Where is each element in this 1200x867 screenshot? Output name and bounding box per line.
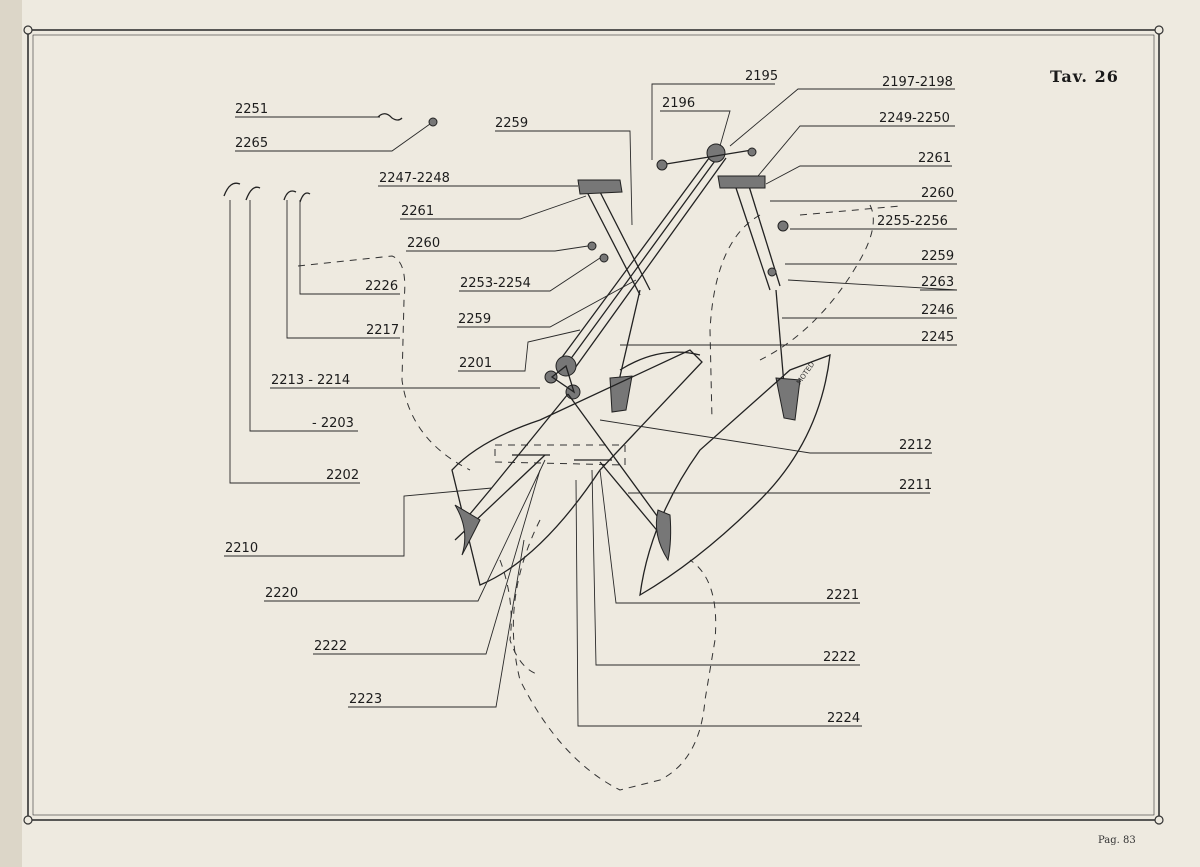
- label-2259-mid: 2259: [458, 312, 491, 327]
- label-2222-left: 2222: [314, 639, 347, 654]
- label-2265: 2265: [235, 136, 268, 151]
- plate-frame: [23, 25, 1164, 825]
- label-2211: 2211: [899, 478, 932, 493]
- label-2202: 2202: [326, 468, 359, 483]
- binding-shadow: [0, 0, 22, 867]
- label-2212: 2212: [899, 438, 932, 453]
- label-2195: 2195: [745, 69, 778, 84]
- label-2253-2254: 2253-2254: [460, 276, 531, 291]
- label-2263: 2263: [921, 275, 954, 290]
- label-2251: 2251: [235, 102, 268, 117]
- label-2261-left: 2261: [401, 204, 434, 219]
- label-2247-2248: 2247-2248: [379, 171, 450, 186]
- label-2203: - 2203: [312, 416, 354, 431]
- plate-title: Tav. 26: [1050, 67, 1119, 86]
- label-2245: 2245: [921, 330, 954, 345]
- label-2201: 2201: [459, 356, 492, 371]
- label-2196: 2196: [662, 96, 695, 111]
- label-2221: 2221: [826, 588, 859, 603]
- label-2222-right: 2222: [823, 650, 856, 665]
- label-2220: 2220: [265, 586, 298, 601]
- label-2226: 2226: [365, 279, 398, 294]
- label-2259-right: 2259: [921, 249, 954, 264]
- part-labels: 2195 2196 2197-2198 2249-2250 2261 2260 …: [225, 69, 954, 726]
- label-2249-2250: 2249-2250: [879, 111, 950, 126]
- mechanism-drawing: MOTED: [223, 113, 831, 597]
- label-2259-top: 2259: [495, 116, 528, 131]
- label-2261-right: 2261: [918, 151, 951, 166]
- label-2260-right: 2260: [921, 186, 954, 201]
- label-2197-2198: 2197-2198: [882, 75, 953, 90]
- label-2223: 2223: [349, 692, 382, 707]
- label-2246: 2246: [921, 303, 954, 318]
- label-2217: 2217: [366, 323, 399, 338]
- label-2210: 2210: [225, 541, 258, 556]
- label-2255-2256: 2255-2256: [877, 214, 948, 229]
- label-2224: 2224: [827, 711, 860, 726]
- label-2213-2214: 2213 - 2214: [271, 373, 350, 388]
- page-number: Pag. 83: [1098, 835, 1136, 846]
- leader-lines: [224, 83, 958, 727]
- phantom-outlines: [297, 204, 901, 791]
- label-2260-left: 2260: [407, 236, 440, 251]
